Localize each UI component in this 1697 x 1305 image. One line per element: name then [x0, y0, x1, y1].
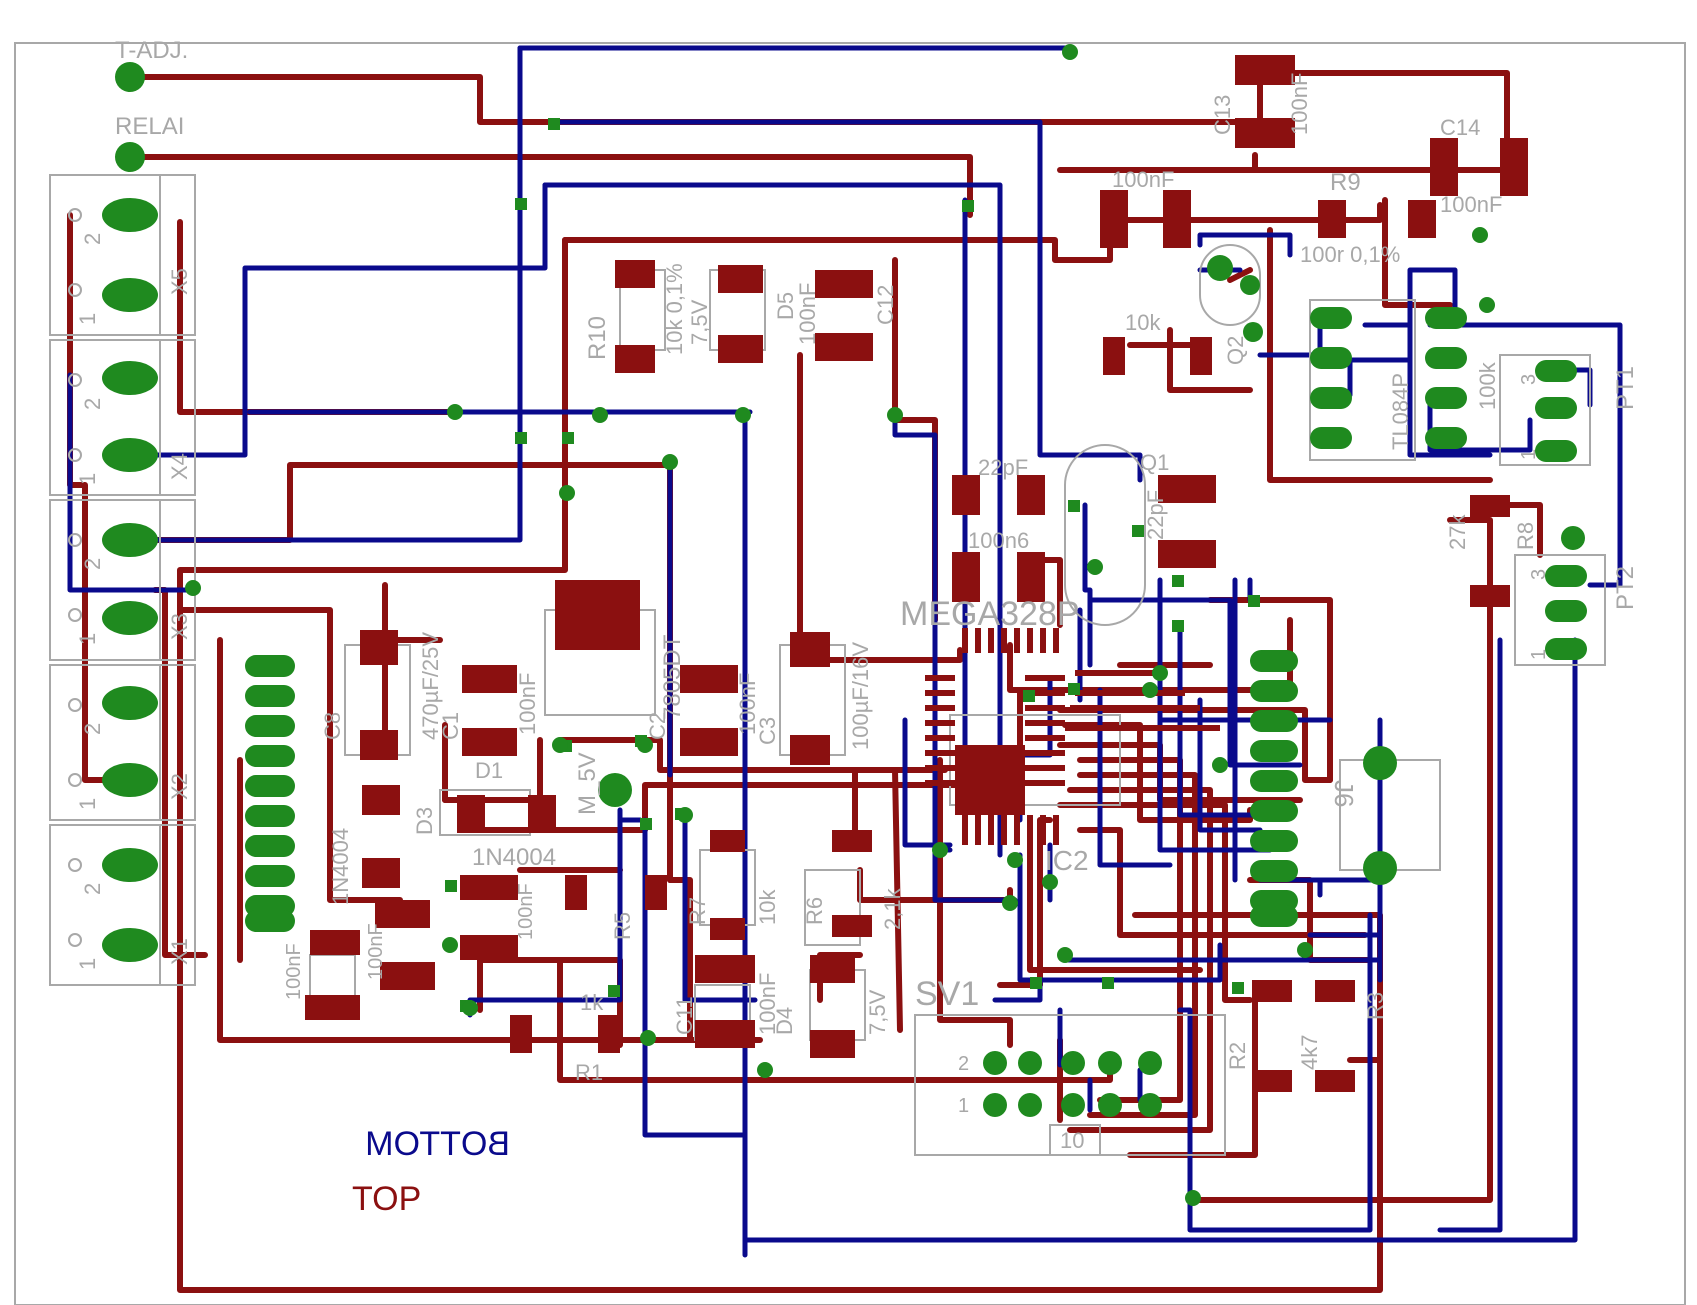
label-c8: C8 — [320, 712, 345, 740]
label-c100n6: 100n6 — [968, 528, 1029, 553]
label-c13-val: 100nF — [1287, 73, 1312, 135]
label-x1: X1 — [167, 938, 192, 965]
label-mega328p: MEGA328P — [900, 595, 1080, 633]
label-r9: R9 — [1330, 169, 1361, 196]
label-r10: R10 — [584, 316, 611, 360]
label-q2: Q2 — [1223, 336, 1248, 365]
label-c12-val: 100nF — [795, 283, 820, 345]
label-ic2: IC2 — [1045, 845, 1089, 876]
label-x4-pin1: 1 — [75, 473, 100, 485]
label-x5: X5 — [167, 268, 192, 295]
layer-label-bottom: BOTTOM — [365, 1125, 510, 1163]
label-x5-pin1: 1 — [75, 313, 100, 325]
label-r8: R8 — [1513, 522, 1538, 550]
label-r7: R7 — [685, 897, 710, 925]
qfp-pins — [925, 628, 1065, 845]
label-j6: J6 — [1329, 780, 1359, 807]
label-c1: C1 — [438, 712, 463, 740]
label-r8-val: 27k — [1445, 514, 1470, 550]
label-x1-pin1: 1 — [75, 958, 100, 970]
label-c9-val: 100nF — [283, 943, 305, 1000]
label-d3: D3 — [412, 807, 437, 835]
label-sv1-pin1: 1 — [958, 1095, 969, 1117]
label-c3: C3 — [755, 717, 780, 745]
label-r100k: 100k — [1475, 361, 1500, 410]
label-r6: R6 — [802, 897, 827, 925]
label-x4: X4 — [167, 453, 192, 480]
label-c11-val: 100nF — [755, 973, 780, 1035]
label-c10-val: 100nF — [365, 923, 387, 980]
label-x3: X3 — [167, 613, 192, 640]
label-r1-val: 1k — [580, 990, 604, 1015]
label-d5-val: 7,5V — [687, 299, 712, 345]
board-outline — [14, 42, 1686, 1305]
label-c22pf-a: 22pF — [978, 455, 1028, 480]
label-x2: X2 — [167, 773, 192, 800]
label-x2-pin1: 1 — [75, 798, 100, 810]
vias — [185, 44, 1495, 1206]
label-d3-val: 1N4004 — [328, 828, 353, 905]
label-r6-val: 2,1k — [880, 887, 905, 930]
label-c-100nf-top: 100nF — [1112, 167, 1174, 192]
through-hole-pads — [102, 62, 1587, 1117]
label-pt1-pin1: 1 — [1518, 449, 1540, 460]
label-c14-val: 100nF — [1440, 192, 1502, 217]
label-c5-val: 100nF — [515, 883, 537, 940]
label-d5: D5 — [773, 292, 798, 320]
label-pt1-pin3: 3 — [1518, 374, 1540, 385]
smd-pads — [305, 55, 1528, 1092]
connector-labels: T-ADJ. RELAI X5 X4 X3 X2 X1 2 1 2 1 2 1 … — [75, 37, 1639, 1153]
label-m-5v: M_5V — [574, 752, 601, 815]
label-c12: C12 — [873, 285, 898, 325]
label-ic-tl084p: TL084P — [1388, 373, 1413, 450]
label-x3-pin1: 1 — [75, 633, 100, 645]
label-quartz: Q1 — [1140, 450, 1169, 475]
label-d1-val: 1N4004 — [472, 844, 556, 871]
label-r7-val: 10k — [755, 889, 780, 925]
label-r11-val: 10k — [1125, 310, 1161, 335]
label-sv1-pin2: 2 — [958, 1053, 969, 1075]
label-c11: C11 — [672, 996, 697, 1035]
label-7805dt: 7805DT — [659, 634, 686, 720]
label-r9-val: 100r 0,1% — [1300, 242, 1400, 267]
label-d4: D4 — [772, 1007, 797, 1035]
label-c1-val: 100nF — [515, 673, 540, 735]
component-labels: C13 100nF C14 100nF 100nF R9 100r 0,1% R… — [283, 73, 1538, 1085]
label-d4-val: 7,5V — [865, 989, 890, 1035]
label-c14: C14 — [1440, 115, 1480, 140]
label-pt1: PT1 — [1612, 366, 1639, 410]
label-c2: C2 — [645, 712, 670, 740]
label-d1: D1 — [475, 758, 503, 783]
label-sv1-pin10: 10 — [1060, 1128, 1084, 1153]
label-c13: C13 — [1210, 95, 1235, 135]
label-r2: R2 — [1225, 1042, 1250, 1070]
bottom-layer-traces — [67, 45, 1623, 1258]
label-c2-val: 100nF — [735, 673, 760, 735]
label-pt2: PT2 — [1612, 566, 1639, 610]
label-r10-val: 10k 0,1% — [662, 263, 687, 355]
label-r3: R3 — [1363, 992, 1388, 1020]
label-c3-val: 100µF/16V — [848, 642, 873, 750]
label-r2-val: 4k7 — [1297, 1035, 1322, 1070]
label-c22pf-b: 22pF — [1143, 490, 1168, 540]
label-pt2-pin1: 1 — [1528, 649, 1550, 660]
label-sv1: SV1 — [915, 975, 979, 1013]
label-r5: R5 — [610, 912, 635, 940]
label-r1: R1 — [575, 1060, 603, 1085]
label-x3-pin2: 2 — [80, 558, 105, 570]
label-pt2-pin3: 3 — [1528, 569, 1550, 580]
layer-label-top: TOP — [352, 1180, 421, 1218]
label-x5-pin2: 2 — [80, 233, 105, 245]
label-x1-pin2: 2 — [80, 883, 105, 895]
label-t-adj: T-ADJ. — [115, 37, 188, 64]
label-x4-pin2: 2 — [80, 398, 105, 410]
label-c8-val: 470µF/25V — [418, 632, 443, 740]
label-x2-pin2: 2 — [80, 723, 105, 735]
label-relai: RELAI — [115, 113, 184, 140]
